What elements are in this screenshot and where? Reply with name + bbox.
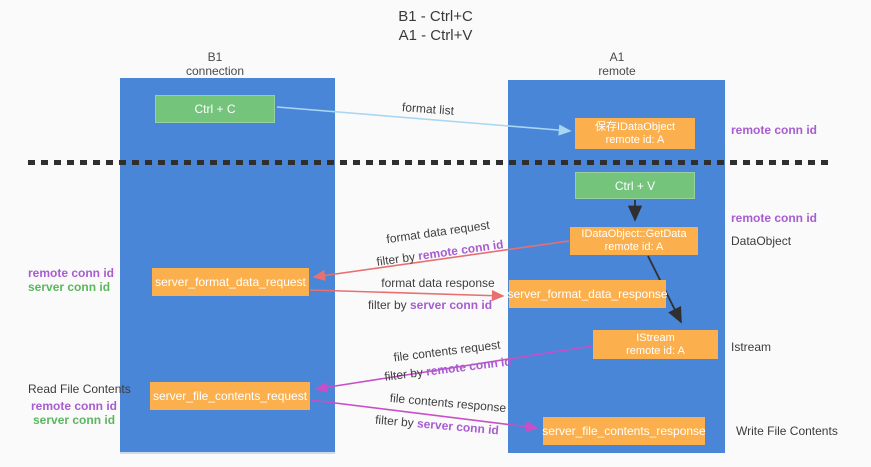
server-format-data-request-label: server_format_data_request (155, 274, 306, 289)
flow-label-file-contents-response: file contents response (389, 390, 507, 416)
column-header-a1: A1 remote (542, 50, 692, 78)
column-header-b1: B1 connection (140, 50, 290, 78)
istream-line2: remote id: A (626, 344, 685, 357)
ctrl-c-box: Ctrl + C (155, 95, 275, 123)
ctrl-c-label: Ctrl + C (194, 102, 236, 116)
column-b1-name: B1 (207, 50, 223, 64)
filter-by-text: filter by (367, 298, 410, 312)
filter-key-server-conn-id: server conn id (409, 298, 493, 312)
column-a1-role: remote (598, 64, 636, 78)
right-label-istream: Istream (731, 340, 772, 354)
server-format-data-response-box: server_format_data_response (507, 280, 668, 308)
diagram-title: B1 - Ctrl+C A1 - Ctrl+V (0, 7, 871, 45)
server-file-contents-request-label: server_file_contents_request (152, 388, 308, 403)
column-a1-name: A1 (609, 50, 625, 64)
save-idataobject-line2: remote id: A (605, 133, 665, 146)
title-line-b1: B1 - Ctrl+C (398, 8, 473, 25)
left-label-server-conn-id-top: server conn id (28, 280, 111, 294)
ctrl-v-label: Ctrl + V (614, 178, 656, 193)
arrow-format-data-response (309, 289, 505, 302)
flow-label-format-data-response: format data response (381, 276, 495, 290)
istream-box: IStream remote id: A (593, 330, 718, 359)
flow-label-file-contents-response-filter: filter by server conn id (375, 413, 500, 438)
filter-key-server-conn-id: server conn id (416, 416, 500, 438)
left-label-server-conn-id-bottom: server conn id (33, 413, 116, 427)
right-label-remote-conn-id-mid: remote conn id (731, 211, 818, 225)
save-idataobject-box: 保存IDataObject remote id: A (575, 118, 695, 149)
save-idataobject-line1: 保存IDataObject (594, 120, 676, 133)
server-format-data-request-box: server_format_data_request (152, 268, 309, 296)
server-file-contents-response-label: server_file_contents_response (542, 423, 706, 438)
filter-by-text: filter by (375, 249, 420, 269)
ctrl-v-box: Ctrl + V (575, 172, 695, 199)
session-divider-dashed-line (28, 160, 830, 165)
filter-by-text: filter by (374, 412, 418, 431)
server-format-data-response-label: server_format_data_response (507, 286, 668, 301)
right-label-write-file-contents: Write File Contents (736, 424, 838, 438)
title-line-a1: A1 - Ctrl+V (398, 27, 473, 44)
left-label-remote-conn-id-bottom: remote conn id (31, 399, 118, 413)
left-label-remote-conn-id-top: remote conn id (28, 266, 115, 280)
right-label-remote-conn-id-top: remote conn id (731, 123, 818, 137)
server-file-contents-response-box: server_file_contents_response (542, 417, 706, 445)
left-label-read-file-contents: Read File Contents (28, 382, 131, 396)
idataobject-getdata-box: IDataObject::GetData remote id: A (570, 227, 698, 255)
filter-key-remote-conn-id: remote conn id (417, 237, 505, 263)
server-file-contents-request-box: server_file_contents_request (150, 382, 310, 410)
flow-label-format-list: format list (401, 100, 455, 118)
getdata-line1: IDataObject::GetData (581, 228, 687, 240)
right-label-dataobject: DataObject (731, 234, 792, 248)
filter-by-text: filter by (383, 364, 428, 384)
getdata-line2: remote id: A (604, 241, 664, 253)
flow-label-format-data-response-filter: filter by server conn id (368, 298, 492, 312)
istream-line1: IStream (636, 331, 675, 344)
column-b1-role: connection (185, 64, 245, 78)
